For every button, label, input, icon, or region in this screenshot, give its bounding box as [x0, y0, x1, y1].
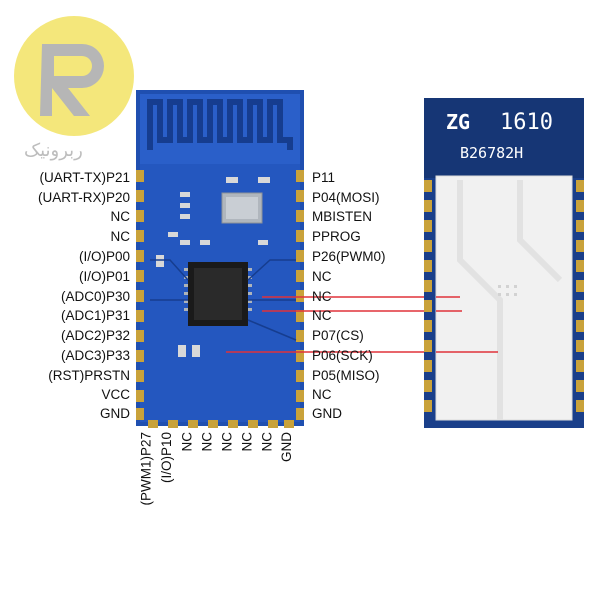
right-pin-label: P06(SCK)	[312, 348, 373, 363]
right-pin-label: P04(MOSI)	[312, 190, 380, 205]
left-pin-label: (UART-TX)P21	[39, 170, 130, 185]
right-pin-label: GND	[312, 406, 342, 421]
bottom-pin-label: (I/O)P10	[159, 432, 174, 484]
left-pin-label: (UART-RX)P20	[37, 190, 130, 205]
logo-text: ربرونیک	[24, 140, 83, 161]
shield-part: B26782H	[460, 144, 524, 162]
right-pin-label: P07(CS)	[312, 328, 364, 343]
right-pin-label: P26(PWM0)	[312, 249, 386, 264]
right-pin-label: NC	[312, 387, 332, 402]
bottom-pin-label: NC	[219, 432, 234, 452]
right-pin-label: P05(MISO)	[312, 368, 380, 383]
left-pin-label: (I/O)P00	[78, 249, 130, 264]
bottom-pin-label: NC	[179, 432, 194, 452]
bottom-pin-label: GND	[279, 432, 294, 462]
left-pin-label: (ADC0)P30	[60, 289, 130, 304]
shield-brand: ZG	[446, 110, 471, 134]
left-pin-label: VCC	[101, 387, 130, 402]
right-pin-label: NC	[312, 308, 332, 323]
shield-code: 1610	[500, 110, 553, 135]
left-pin-label: (ADC3)P33	[60, 348, 130, 363]
bottom-pin-label: (PWM1)P27	[139, 432, 154, 506]
bottom-pin-label: NC	[239, 432, 254, 452]
right-pin-label: MBISTEN	[312, 209, 373, 224]
right-pin-label: P11	[312, 170, 336, 185]
bottom-pin-label: NC	[259, 432, 274, 452]
bottom-pin-label: NC	[199, 432, 214, 452]
right-pin-label: PPROG	[312, 229, 361, 244]
right-pin-label: NC	[312, 289, 332, 304]
left-pin-label: (ADC1)P31	[60, 308, 130, 323]
left-pin-label: GND	[100, 406, 130, 421]
left-pin-label: (RST)PRSTN	[48, 368, 130, 383]
right-pin-label: NC	[312, 269, 332, 284]
left-pin-label: NC	[110, 229, 131, 244]
left-pin-label: (ADC2)P32	[60, 328, 130, 343]
left-pin-label: (I/O)P01	[78, 269, 130, 284]
left-pin-label: NC	[110, 209, 131, 224]
logo-icon	[14, 16, 134, 136]
